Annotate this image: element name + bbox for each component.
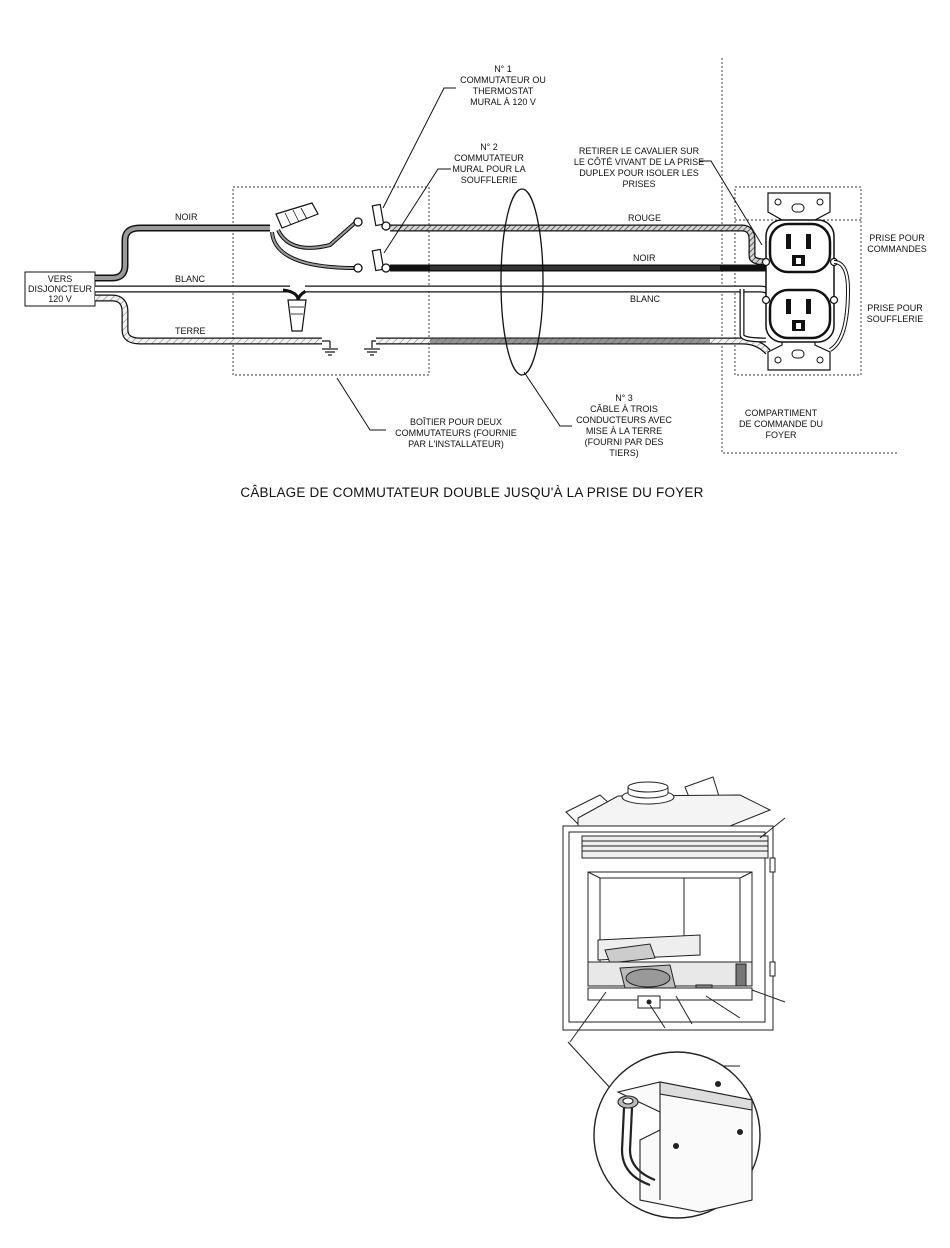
svg-text:SOUFFLERIE: SOUFFLERIE [461, 175, 518, 185]
svg-text:N° 1: N° 1 [494, 64, 512, 74]
svg-text:(FOURNI PAR DES: (FOURNI PAR DES [585, 437, 664, 447]
svg-text:COMMUTATEUR: COMMUTATEUR [454, 153, 524, 163]
callout-switch-1: N° 1 COMMUTATEUR OU THERMOSTAT MURAL À 1… [382, 64, 546, 209]
svg-text:THERMOSTAT: THERMOSTAT [473, 86, 534, 96]
switch-box-outline [232, 186, 430, 376]
diagram-caption: CÂBLAGE DE COMMUTATEUR DOUBLE JUSQU'À LA… [240, 485, 703, 500]
svg-text:LE CÔTÉ VIVANT DE LA PRISE: LE CÔTÉ VIVANT DE LA PRISE [574, 157, 704, 167]
svg-text:DUPLEX POUR ISOLER LES: DUPLEX POUR ISOLER LES [579, 168, 699, 178]
svg-text:TIERS): TIERS) [609, 448, 639, 458]
svg-text:FOYER: FOYER [765, 430, 797, 440]
svg-text:PRISE POUR: PRISE POUR [869, 233, 925, 243]
fireplace-illustration [562, 776, 786, 1043]
svg-text:MURAL POUR LA: MURAL POUR LA [452, 164, 525, 174]
label-wire-noir-right: NOIR [633, 253, 656, 263]
detail-magnifier [567, 1041, 761, 1219]
svg-text:CONDUCTEURS AVEC: CONDUCTEURS AVEC [576, 415, 672, 425]
svg-text:DE COMMANDE DU: DE COMMANDE DU [739, 419, 823, 429]
wire-blanc-loop [739, 288, 767, 343]
label-outlet-blower: PRISE POUR SOUFFLERIE [867, 303, 924, 324]
svg-text:BOÎTIER POUR DEUX: BOÎTIER POUR DEUX [410, 417, 502, 427]
svg-text:CÂBLE À TROIS: CÂBLE À TROIS [590, 404, 658, 414]
label-outlet-controls: PRISE POUR COMMANDES [867, 233, 927, 254]
ground-symbol-2 [364, 340, 380, 356]
svg-text:N° 3: N° 3 [615, 393, 633, 403]
wire-noir-left [95, 224, 270, 282]
svg-text:COMMUTATEUR OU: COMMUTATEUR OU [460, 75, 546, 85]
svg-text:PRISES: PRISES [622, 179, 655, 189]
callout-switch-2: N° 2 COMMUTATEUR MURAL POUR LA SOUFFLERI… [383, 142, 526, 254]
svg-text:RETIRER LE CAVALIER SUR: RETIRER LE CAVALIER SUR [579, 146, 700, 156]
breaker-label-3: 120 V [48, 294, 72, 304]
wire-terre-right [376, 337, 771, 355]
svg-text:PAR L'INSTALLATEUR): PAR L'INSTALLATEUR) [408, 439, 504, 449]
label-wire-terre: TERRE [175, 326, 206, 336]
breaker-label-1: VERS [48, 274, 73, 284]
label-wire-noir-left: NOIR [175, 212, 198, 222]
label-wire-blanc-right: BLANC [630, 294, 661, 304]
svg-text:MISE À LA TERRE: MISE À LA TERRE [586, 426, 662, 436]
label-wire-rouge: ROUGE [628, 213, 661, 223]
duplex-outlet [761, 192, 839, 371]
switch-2 [353, 248, 391, 273]
label-wire-blanc-left: BLANC [175, 274, 206, 284]
wire-blanc-through [305, 285, 776, 301]
svg-text:PRISE POUR: PRISE POUR [867, 303, 923, 313]
callout-cable: N° 3 CÂBLE À TROIS CONDUCTEURS AVEC MISE… [523, 371, 672, 458]
svg-text:COMPARTIMENT: COMPARTIMENT [745, 408, 818, 418]
label-compartment: COMPARTIMENT DE COMMANDE DU FOYER [739, 408, 823, 440]
callout-switch-box: BOÎTIER POUR DEUX COMMUTATEURS (FOURNIE … [336, 377, 517, 449]
svg-text:SOUFFLERIE: SOUFFLERIE [867, 314, 924, 324]
breaker-box: VERS DISJONCTEUR 120 V [24, 271, 96, 307]
callout-jumper: RETIRER LE CAVALIER SUR LE CÔTÉ VIVANT D… [574, 146, 763, 246]
cable-bundle-ellipse [500, 188, 544, 376]
svg-text:COMMUTATEURS (FOURNIE: COMMUTATEURS (FOURNIE [395, 428, 517, 438]
ground-symbol-1 [322, 340, 338, 356]
svg-text:MURAL À 120 V: MURAL À 120 V [470, 97, 536, 107]
svg-text:COMMANDES: COMMANDES [867, 244, 927, 254]
wire-nut-black [270, 202, 358, 270]
breaker-label-2: DISJONCTEUR [28, 284, 93, 294]
wire-nut-white [282, 287, 313, 332]
outlet-box-outline [734, 186, 862, 376]
svg-text:N° 2: N° 2 [480, 142, 498, 152]
switch-1 [353, 203, 391, 231]
wire-rouge [390, 224, 767, 266]
wire-terre-left [95, 294, 322, 345]
